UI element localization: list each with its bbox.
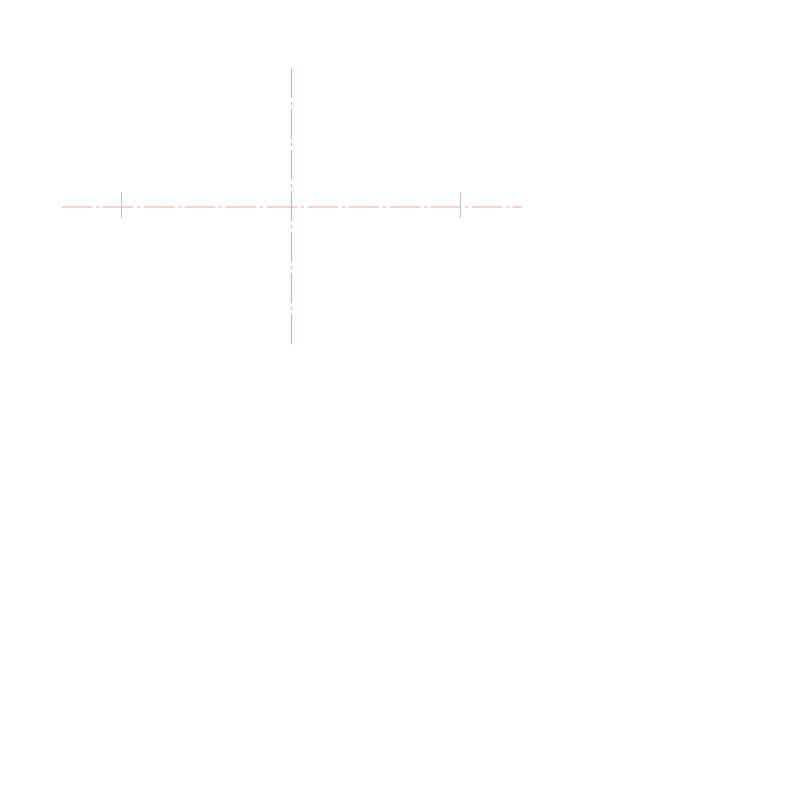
drawing-background xyxy=(0,0,800,800)
drawing-canvas xyxy=(0,0,800,800)
